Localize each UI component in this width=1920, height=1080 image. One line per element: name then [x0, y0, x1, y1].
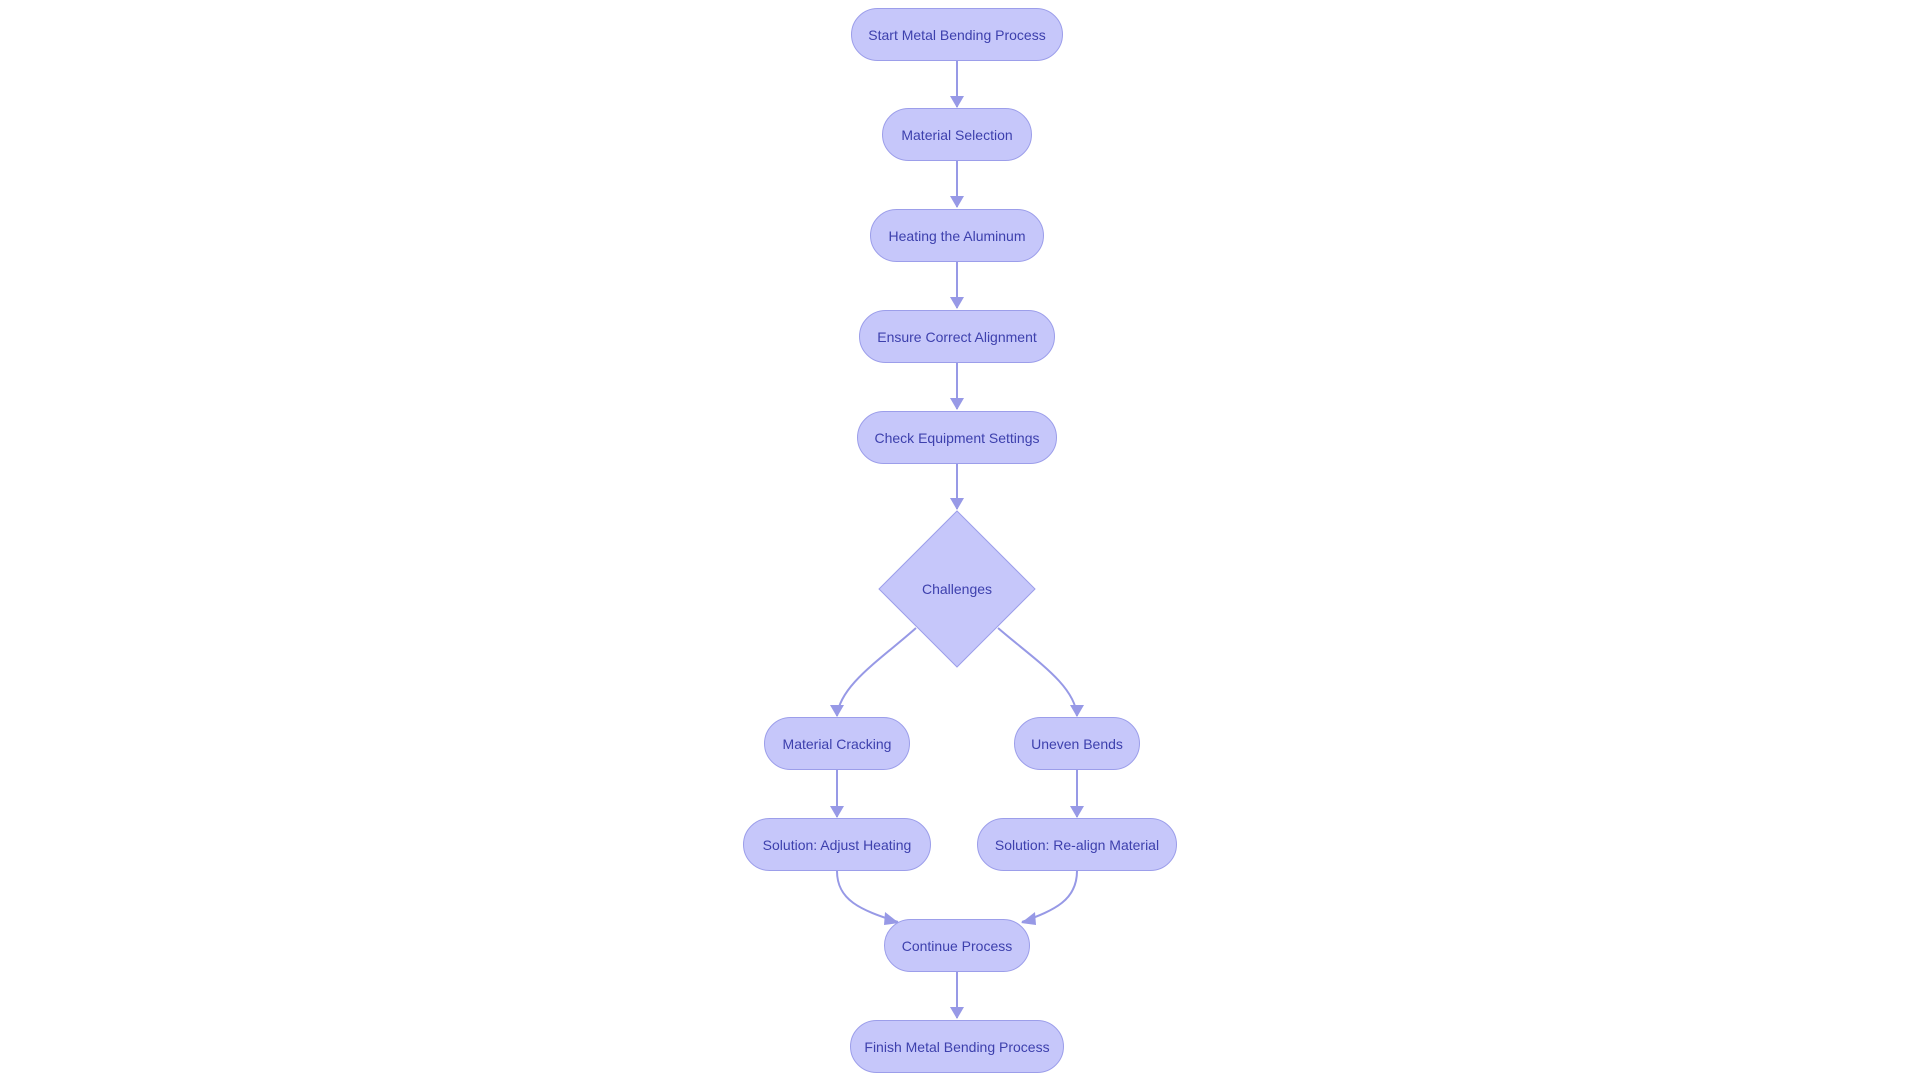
node-realign-label: Solution: Re-align Material	[994, 836, 1160, 853]
node-cracking[interactable]: Material Cracking	[764, 717, 910, 770]
node-finish[interactable]: Finish Metal Bending Process	[850, 1020, 1064, 1073]
node-equipment-label: Check Equipment Settings	[874, 429, 1040, 446]
node-continue-label: Continue Process	[901, 937, 1013, 954]
edge-realign-to-continue	[1021, 870, 1078, 923]
node-start[interactable]: Start Metal Bending Process	[851, 8, 1063, 61]
diamond-shape	[878, 510, 1036, 668]
node-challenges-decision[interactable]: Challenges	[878, 510, 1036, 668]
node-start-label: Start Metal Bending Process	[868, 26, 1046, 43]
node-uneven[interactable]: Uneven Bends	[1014, 717, 1140, 770]
node-heating[interactable]: Heating the Aluminum	[870, 209, 1044, 262]
node-cracking-label: Material Cracking	[782, 735, 892, 752]
node-alignment-label: Ensure Correct Alignment	[877, 328, 1037, 345]
node-realign[interactable]: Solution: Re-align Material	[977, 818, 1177, 871]
node-equipment[interactable]: Check Equipment Settings	[857, 411, 1057, 464]
node-challenges-label: Challenges	[921, 581, 993, 597]
node-adjust-heating[interactable]: Solution: Adjust Heating	[743, 818, 931, 871]
node-adjust-heating-label: Solution: Adjust Heating	[762, 836, 912, 853]
node-finish-label: Finish Metal Bending Process	[864, 1038, 1050, 1055]
node-material-selection[interactable]: Material Selection	[882, 108, 1032, 161]
node-heating-label: Heating the Aluminum	[888, 227, 1026, 244]
node-uneven-label: Uneven Bends	[1031, 735, 1123, 752]
node-alignment[interactable]: Ensure Correct Alignment	[859, 310, 1055, 363]
node-material-selection-label: Material Selection	[901, 126, 1013, 143]
node-continue[interactable]: Continue Process	[884, 919, 1030, 972]
edge-adjust-heating-to-continue	[836, 870, 899, 923]
